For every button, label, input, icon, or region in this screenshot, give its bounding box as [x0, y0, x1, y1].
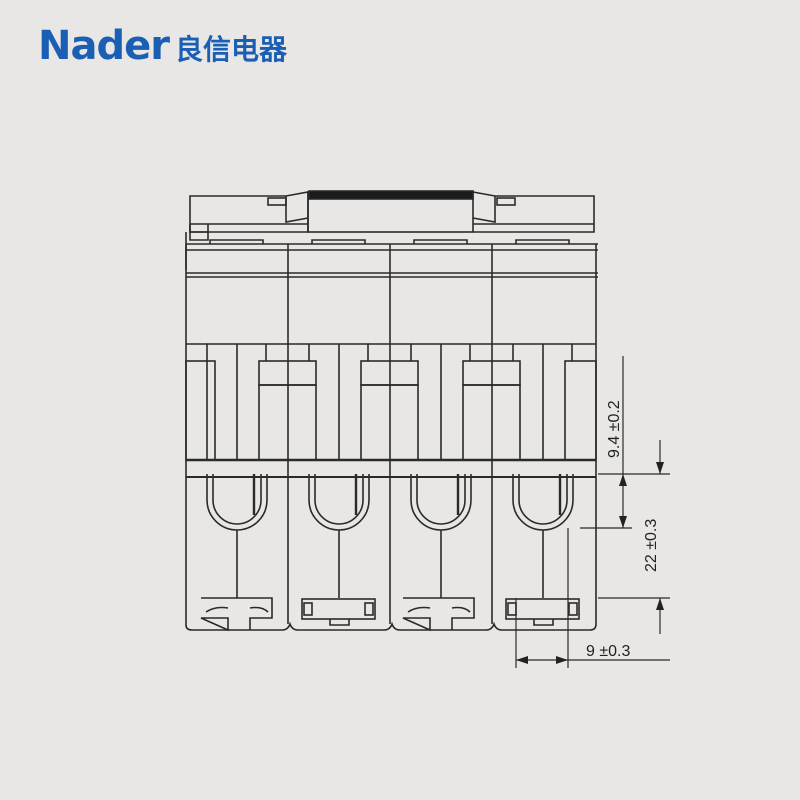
breaker-body [185, 239, 598, 631]
brand-chinese-name: 良信电器 [174, 33, 287, 66]
bottom-clips [200, 597, 580, 632]
terminal-clamps [206, 474, 574, 598]
dimension-arrows [516, 462, 664, 664]
dimension-label-terminal-width: 9 ±0.3 [586, 643, 630, 660]
brand-name: Nader [38, 23, 170, 69]
dimension-label-terminal-spacing: 22 ±0.3 [643, 519, 660, 572]
top-cap [185, 190, 595, 270]
dimension-lines [515, 356, 670, 668]
dimension-label-terminal-height: 9.4 ±0.2 [606, 400, 623, 458]
pole-recesses [185, 343, 597, 478]
brand-logo: Nader 良信电器 [38, 26, 287, 66]
